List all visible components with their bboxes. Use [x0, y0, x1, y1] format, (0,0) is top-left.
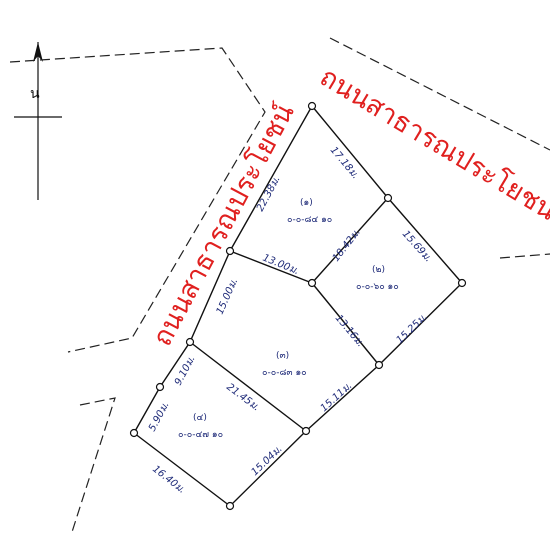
dim-divider-lower: 21.45ม. — [224, 382, 261, 414]
plot-4: (๔) ๐-๐-๔๗ ๑๐ — [178, 413, 223, 440]
dim-right-bottom: 15.11ม. — [319, 380, 355, 414]
node — [307, 278, 317, 288]
dim-left-bottom: 5.90ม. — [147, 400, 172, 433]
dim-top-right: 17.18ม. — [328, 145, 361, 181]
node — [129, 428, 139, 438]
plot-1: (๑) ๐-๐-๘๔ ๑๐ — [287, 198, 332, 225]
north-label: น — [30, 86, 40, 102]
plot-number: (๔) — [193, 413, 207, 423]
dim-mid-vertical: 18.42ม. — [331, 227, 363, 264]
plot-area: ๐-๐-๔๗ ๑๐ — [178, 430, 223, 440]
node — [225, 246, 235, 256]
road-label-right: ถนนสาธารณประโยชน์ — [314, 61, 550, 227]
dim-divider-upper: 13.00ม. — [261, 253, 301, 278]
dim-bottom-right: 15.04ม. — [249, 444, 284, 479]
node — [225, 501, 235, 511]
node — [457, 278, 467, 288]
node — [185, 337, 195, 347]
dim-left-mid: 15.00ม. — [215, 277, 241, 317]
plot-number: (๓) — [276, 351, 289, 361]
plot-2: (๒) ๐-๐-๖๐ ๑๐ — [356, 265, 399, 292]
node — [301, 426, 311, 436]
road-boundaries — [9, 37, 550, 533]
node — [383, 193, 393, 203]
plot-area: ๐-๐-๘๓ ๑๐ — [262, 368, 307, 378]
node — [374, 360, 384, 370]
dim-divider-right: 13.16ม. — [333, 313, 366, 349]
plot-number: (๑) — [300, 198, 313, 208]
plot-area: ๐-๐-๘๔ ๑๐ — [287, 215, 332, 225]
dim-right-lower: 15.25ม. — [394, 312, 429, 347]
north-arrow: น — [14, 42, 62, 200]
plot-area: ๐-๐-๖๐ ๑๐ — [356, 282, 399, 292]
node — [307, 101, 317, 111]
dim-left-short: 9.10ม. — [173, 354, 198, 387]
plot-number: (๒) — [372, 265, 385, 275]
arrow-head-icon — [33, 42, 43, 62]
node — [155, 382, 165, 392]
survey-nodes — [129, 101, 467, 511]
plot-3: (๓) ๐-๐-๘๓ ๑๐ — [262, 351, 307, 378]
dim-right-upper: 15.69ม. — [400, 229, 434, 265]
